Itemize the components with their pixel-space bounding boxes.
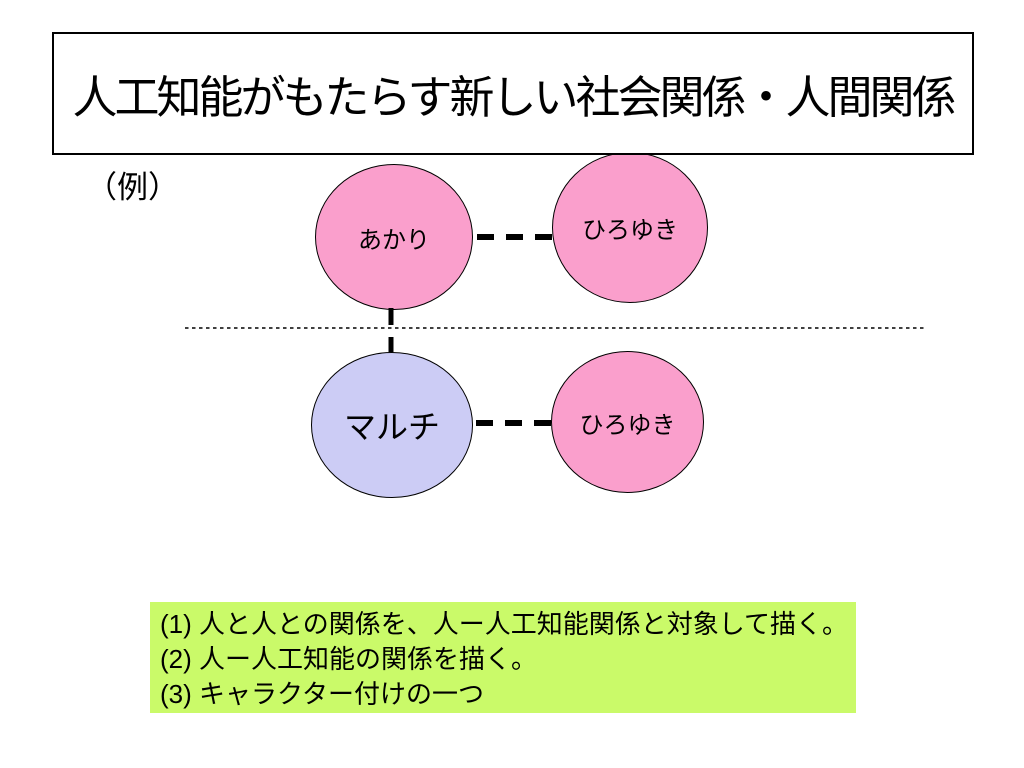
node-multi: マルチ <box>311 352 473 498</box>
node-akari: あかり <box>315 164 473 310</box>
note-line-2: (2) 人ー人工知能の関係を描く。 <box>160 644 538 674</box>
notes-box: (1) 人と人との関係を、人ー人工知能関係と対象して描く。 (2) 人ー人工知能… <box>150 602 856 713</box>
node-hiroyuki-top: ひろゆき <box>552 152 708 303</box>
node-hiroyuki-bottom: ひろゆき <box>551 351 704 493</box>
node-hiroyuki-top-label: ひろゆき <box>582 217 678 244</box>
example-label: （例） <box>86 170 179 205</box>
slide-title: 人工知能がもたらす新しい社会関係・人間関係 <box>72 72 956 123</box>
note-line-3: (3) キャラクター付けの一つ <box>160 679 484 709</box>
node-akari-label: あかり <box>358 226 430 254</box>
note-line-1: (1) 人と人との関係を、人ー人工知能関係と対象して描く。 <box>160 609 848 639</box>
node-multi-label: マルチ <box>343 409 440 445</box>
title-box: 人工知能がもたらす新しい社会関係・人間関係 <box>52 32 974 155</box>
node-hiroyuki-bottom-label: ひろゆき <box>579 411 676 439</box>
